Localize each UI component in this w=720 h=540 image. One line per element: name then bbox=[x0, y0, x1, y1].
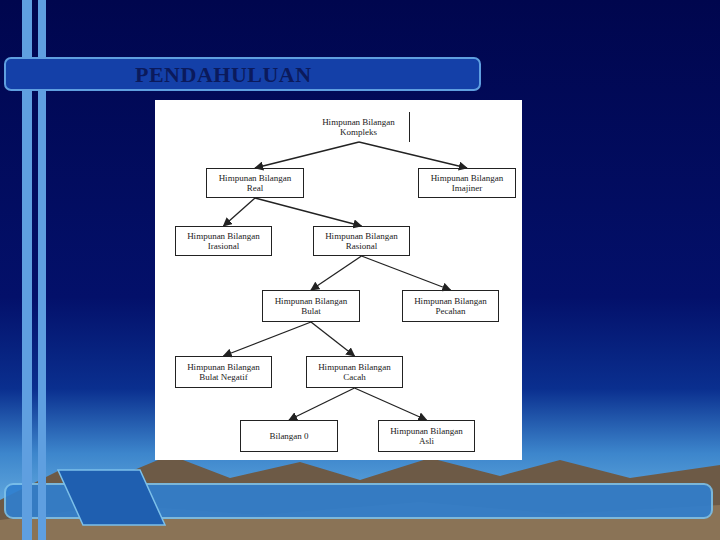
set-box: Himpunan Bilangan Imajiner bbox=[418, 168, 516, 198]
set-name: Himpunan Bilangan Asli bbox=[389, 426, 465, 446]
tree-arrow bbox=[289, 388, 355, 420]
set-box: Himpunan Bilangan Real bbox=[206, 168, 304, 198]
tree-arrow bbox=[255, 198, 362, 226]
slide-title: PENDAHULUAN bbox=[135, 60, 465, 90]
set-box: Himpunan Bilangan Irasional bbox=[175, 226, 272, 256]
set-box: Himpunan Bilangan Rasional bbox=[313, 226, 410, 256]
diagram-panel bbox=[155, 100, 522, 460]
set-box: Himpunan Bilangan Bulat Negatif bbox=[175, 356, 272, 388]
tree-arrow bbox=[224, 198, 256, 226]
set-name: Himpunan Bilangan Pecahan bbox=[413, 296, 489, 316]
set-name: Himpunan Bilangan Bulat Negatif bbox=[186, 362, 262, 382]
tree-arrow bbox=[362, 256, 451, 290]
set-name: Himpunan Bilangan Cacah bbox=[317, 362, 393, 382]
tree-arrow bbox=[355, 388, 427, 420]
title-bar bbox=[5, 58, 480, 90]
tree-arrow bbox=[311, 256, 362, 290]
set-name: Himpunan Bilangan Real bbox=[217, 173, 293, 193]
tree-arrow bbox=[359, 142, 467, 168]
set-name: Himpunan Bilangan Imajiner bbox=[429, 173, 505, 193]
set-box: Himpunan Bilangan Asli bbox=[378, 420, 475, 452]
set-name: Himpunan Bilangan Bulat bbox=[273, 296, 349, 316]
set-box: Himpunan Bilangan Bulat bbox=[262, 290, 360, 322]
set-box: Bilangan 0 bbox=[240, 420, 338, 452]
set-name: Himpunan Bilangan Rasional bbox=[324, 231, 400, 251]
set-box: Himpunan Bilangan Cacah bbox=[306, 356, 403, 388]
set-box: Himpunan Bilangan Kompleks bbox=[308, 112, 410, 142]
tree-arrow bbox=[311, 322, 355, 356]
bottom-tab bbox=[58, 470, 165, 525]
set-box: Himpunan Bilangan Pecahan bbox=[402, 290, 499, 322]
set-name: Himpunan Bilangan Kompleks bbox=[321, 117, 397, 137]
tree-arrow bbox=[224, 322, 312, 356]
tree-arrow bbox=[255, 142, 359, 168]
set-name: Bilangan 0 bbox=[269, 431, 308, 441]
set-name: Himpunan Bilangan Irasional bbox=[186, 231, 262, 251]
mountains bbox=[0, 455, 720, 540]
